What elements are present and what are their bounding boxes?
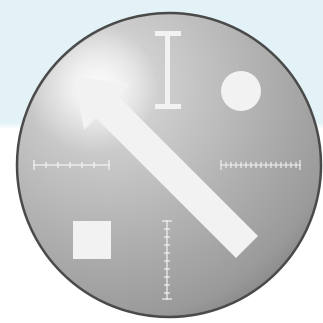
- circle-icon: [221, 71, 261, 111]
- square-icon: [73, 221, 111, 259]
